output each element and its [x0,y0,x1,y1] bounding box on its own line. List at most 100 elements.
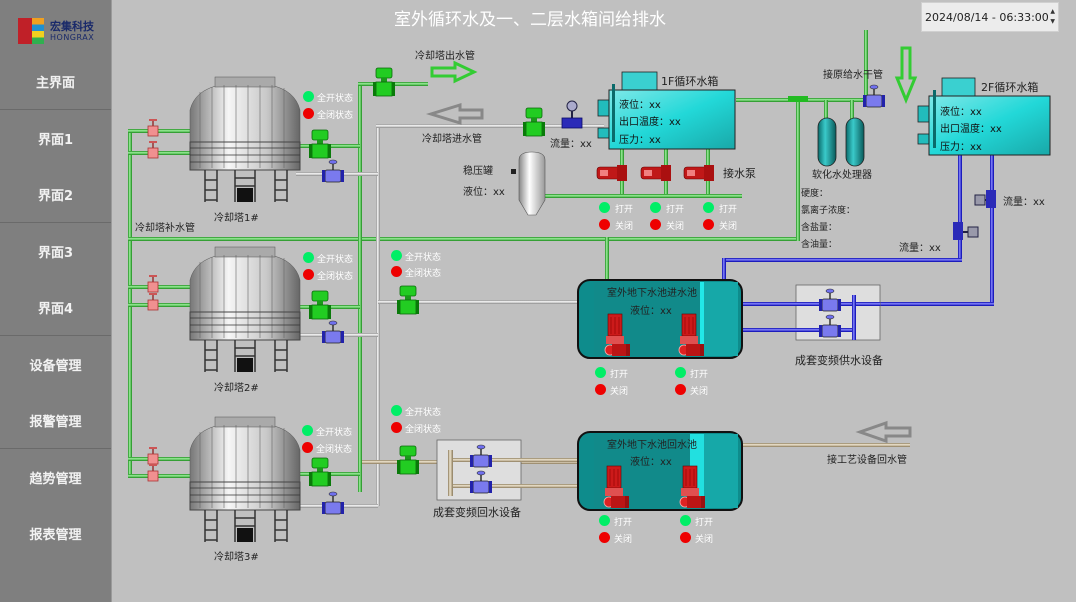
status-label: 全开状态 [405,408,442,418]
status-lamp-closed [391,266,402,277]
nav-main[interactable]: 主界面 [0,53,111,109]
flow-2f-a: 流量：xx [1003,193,1045,208]
pump-1f-2[interactable] [640,164,672,182]
level-value: xx [970,107,982,118]
status-label: 全开状态 [405,253,442,263]
flow-label: 流量： [550,139,580,150]
water-softener[interactable] [817,100,865,167]
arrow-down-icon [894,46,918,104]
level-label: 液位： [630,306,660,317]
makeup-valve[interactable] [147,463,159,482]
status-label: 全闭状态 [316,445,353,455]
flow-value: xx [929,243,941,254]
electric-valve[interactable] [396,285,420,315]
cooling-tower-3[interactable] [189,416,301,543]
status-lamp-open [391,250,402,261]
pump-lamp-closed [680,532,691,543]
status-label: 全开状态 [316,428,353,438]
pump-lamp-open [595,367,606,378]
pump-status-label: 关闭 [666,222,685,232]
temp-label: 出口温度： [619,117,669,128]
pressure-label: 压力： [619,135,649,146]
nav-page-2[interactable]: 界面2 [0,166,111,222]
inlet-pool[interactable] [577,279,743,359]
temp-label: 出口温度： [940,124,990,135]
tower-name: 冷却塔3# [214,552,259,563]
tank-2f[interactable] [917,77,1051,156]
gate-valve[interactable] [321,320,345,344]
cooling-tower-1[interactable] [189,76,301,203]
flow-meter-inlet [561,100,583,129]
pump-status-label: 关闭 [615,222,634,232]
gate-valve[interactable] [321,491,345,515]
pump-lamp-open [650,202,661,213]
surge-tank-level: 液位：xx [463,183,505,198]
return-pool[interactable] [577,431,743,511]
makeup-valve[interactable] [147,274,159,293]
makeup-valve[interactable] [147,446,159,465]
pump-lamp-closed [595,384,606,395]
makeup-valve[interactable] [147,140,159,159]
return-equipment-label: 成套变频回水设备 [433,506,521,519]
pump-status-label: 打开 [615,205,634,215]
electric-valve[interactable] [308,129,332,159]
tank-1f-name: 1F循环水箱 [661,75,719,88]
supply-equipment[interactable] [740,284,881,341]
spinner-icon[interactable]: ▲▼ [1050,8,1055,25]
temp-value: xx [669,117,681,128]
electric-valve[interactable] [308,290,332,320]
status-lamp-open [302,425,313,436]
gate-valve[interactable] [321,159,345,183]
status-lamp-open [303,91,314,102]
pump-lamp-open [675,367,686,378]
electric-valve[interactable] [372,67,396,97]
makeup-valve[interactable] [147,118,159,137]
nav-page-4[interactable]: 界面4 [0,279,111,335]
tank-1f-level: 液位：xx [619,96,661,111]
level-value: xx [649,100,661,111]
nav-report-mgmt[interactable]: 报表管理 [0,505,111,561]
surge-tank-name: 稳压罐 [463,166,493,177]
pipe-label-cooling-out: 冷却塔出水管 [415,51,475,62]
nav-label: 界面3 [37,245,74,261]
arrow-left-icon [425,102,484,126]
supply-equipment-label: 成套变频供水设备 [795,354,883,367]
pump-1f-3[interactable] [683,164,715,182]
nav-divider [0,222,111,223]
pump-lamp-closed [675,384,686,395]
arrow-left-icon [855,420,912,444]
electric-valve[interactable] [396,445,420,475]
pipe-label-raw-supply: 接原给水干管 [823,70,883,81]
nav-alarm-mgmt[interactable]: 报警管理 [0,392,111,448]
return-equipment[interactable] [436,439,580,501]
sidebar: 宏集科技 HONGRAX 主界面 界面1 界面2 界面3 界面4 设备管理 报警… [0,0,112,602]
process-diagram [128,30,1051,543]
nav-divider [0,335,111,336]
tank-1f[interactable] [597,71,736,150]
flow-inlet-readout: 流量：xx [550,135,592,150]
nav-page-1[interactable]: 界面1 [0,110,111,166]
softener-name: 软化水处理器 [812,170,872,181]
nav-device-mgmt[interactable]: 设备管理 [0,336,111,392]
surge-tank[interactable] [511,151,546,216]
makeup-valve[interactable] [147,292,159,311]
tank-2f-name: 2F循环水箱 [981,81,1039,94]
page-title: 室外循环水及一、二层水箱间给排水 [394,10,666,30]
electric-valve[interactable] [522,107,546,137]
nav-page-3[interactable]: 界面3 [0,223,111,279]
electric-valve[interactable] [308,457,332,487]
datetime-picker[interactable]: 2024/08/14 - 06:33:00 ▲▼ [921,2,1059,32]
flow-value: xx [1033,197,1045,208]
pump-lamp-open [703,202,714,213]
softener-salt: 含盐量： [801,223,838,233]
pumps-1f-label: 接水泵 [723,167,756,180]
status-lamp-closed [302,442,313,453]
nav-trend-mgmt[interactable]: 趋势管理 [0,449,111,505]
datetime-value: 2024/08/14 - 06:33:00 [925,10,1049,24]
pump-1f-1[interactable] [596,164,628,182]
pump-status-label: 关闭 [695,535,714,545]
cooling-tower-2[interactable] [189,246,301,373]
softener-oil: 含油量： [801,240,838,250]
tower-name: 冷却塔2# [214,383,259,394]
nav-label: 设备管理 [29,358,82,374]
